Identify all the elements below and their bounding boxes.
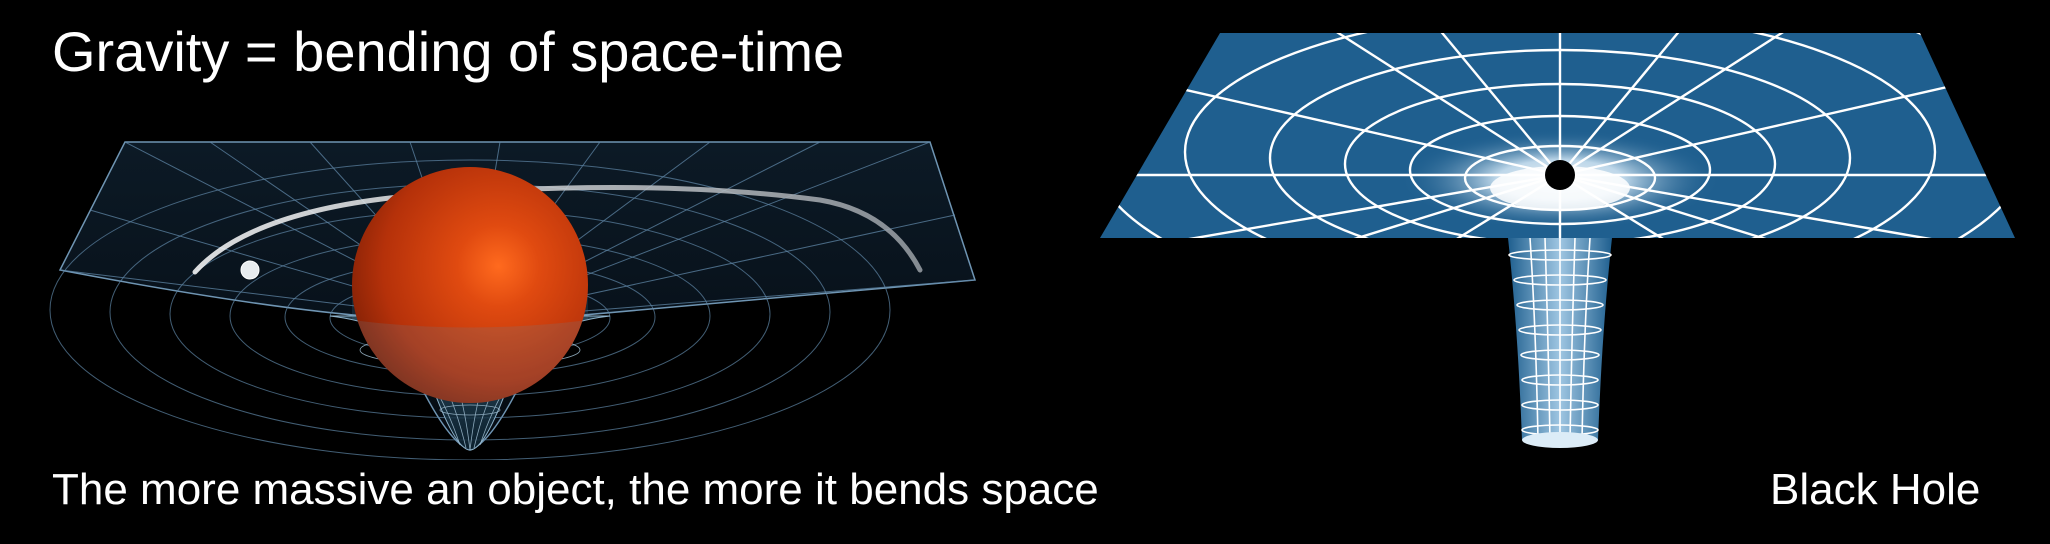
black-hole-singularity-icon (1545, 160, 1575, 190)
black-hole-diagram (1090, 30, 2020, 480)
spacetime-curvature-diagram (30, 120, 990, 460)
caption-black-hole: Black Hole (1770, 465, 1981, 514)
orbit-trail (192, 185, 923, 275)
throat-opening (1522, 432, 1598, 448)
massive-sphere-icon (352, 167, 588, 403)
page-title: Gravity = bending of space-time (52, 20, 845, 83)
caption-massive-object: The more massive an object, the more it … (52, 465, 1099, 514)
throat-grid (1508, 237, 1612, 441)
black-hole-illustration (1100, 33, 2015, 448)
orbiting-moon-icon (240, 260, 260, 280)
spacetime-curvature-illustration (49, 141, 977, 460)
